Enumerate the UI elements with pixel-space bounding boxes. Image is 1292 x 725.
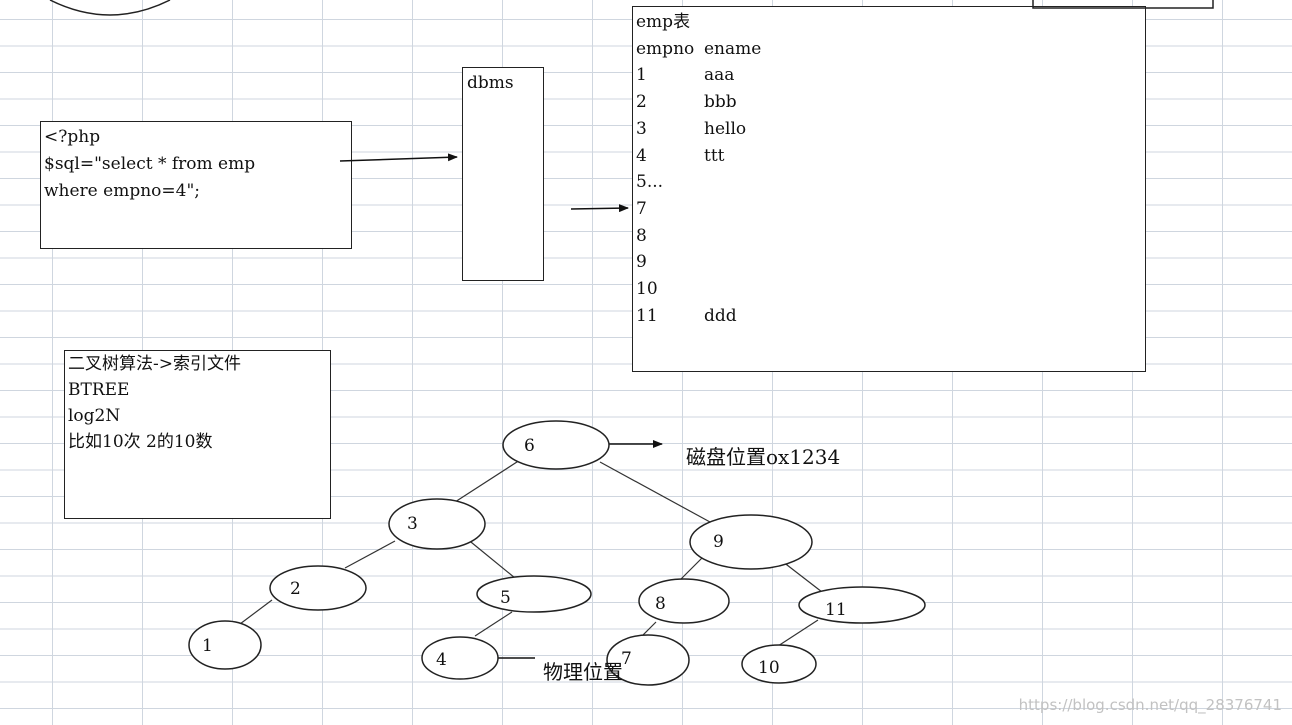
emp-row: 1 aaa	[636, 62, 1142, 89]
edge-5-4	[474, 611, 513, 637]
tree-node-11	[798, 586, 926, 624]
php-line-3: where empno=4";	[44, 181, 201, 201]
emp-cell-empno: 11	[636, 305, 658, 326]
tree-node-3	[388, 498, 486, 550]
tree-node-5	[476, 575, 592, 613]
emp-cell-ename: bbb	[704, 92, 737, 113]
emp-cell-empno: 8	[636, 225, 647, 246]
edge-6-9	[599, 461, 711, 523]
emp-row: 9	[636, 249, 1142, 276]
tree-node-8-label: 8	[655, 594, 666, 614]
btree-line-2: BTREE	[68, 380, 130, 400]
disk-position-label: 磁盘位置ox1234	[686, 445, 841, 469]
php-code-box: <?php $sql="select * from emp where empn…	[40, 121, 352, 249]
emp-cell-empno: 3	[636, 118, 647, 139]
dbms-to-table-arrow	[570, 204, 629, 213]
emp-row: 8	[636, 223, 1142, 250]
edge-6-3	[454, 459, 521, 503]
edge-9-8	[679, 554, 706, 581]
emp-table-header: empno ename	[636, 36, 1142, 63]
header-empno: empno	[636, 38, 695, 59]
emp-cell-ename: aaa	[704, 65, 735, 86]
emp-table-box: emp表 empno ename 1 aaa 2 bbb 3 hello 4 ttt 5…	[632, 6, 1146, 372]
emp-cell-empno: 9	[636, 252, 647, 273]
edge-2-1	[239, 599, 273, 625]
watermark-text: https://blog.csdn.net/qq_28376741	[1018, 696, 1282, 714]
tree-node-10-label: 10	[758, 658, 780, 678]
tree-node-9-label: 9	[713, 532, 724, 552]
edge-3-2	[344, 540, 396, 569]
tree-node-6	[502, 420, 610, 470]
edge-11-10	[777, 619, 819, 647]
tree-node-7-label: 7	[621, 649, 632, 669]
tree-node-2-label: 2	[290, 579, 301, 599]
emp-table-title: emp表	[636, 12, 691, 32]
emp-row: 2 bbb	[636, 89, 1142, 116]
edge-3-5	[465, 537, 516, 579]
tree-node-3-label: 3	[407, 514, 418, 534]
btree-note-box: 二叉树算法->索引文件 BTREE log2N 比如10次 2的10数	[64, 350, 331, 519]
tree-node-4-label: 4	[436, 650, 447, 670]
emp-row: 11 ddd	[636, 303, 1142, 330]
dbms-label: dbms	[467, 73, 514, 93]
emp-row: 10	[636, 276, 1142, 303]
tree-node-1-label: 1	[202, 636, 213, 656]
partial-circle-shape	[49, 0, 171, 16]
tree-node-11-label: 11	[825, 600, 847, 620]
tree-edges	[239, 459, 823, 647]
partial-box-shape	[1032, 0, 1214, 9]
tree-node-1	[188, 620, 262, 670]
emp-cell-empno: 2	[636, 92, 647, 113]
emp-row: 4 ttt	[636, 143, 1142, 170]
header-ename: ename	[704, 38, 762, 59]
emp-cell-empno: 1	[636, 65, 647, 86]
php-line-1: <?php	[44, 127, 101, 147]
physical-position-label: 物理位置	[543, 660, 623, 684]
emp-cell-empno: 7	[636, 198, 647, 219]
emp-cell-ename: ddd	[704, 305, 737, 326]
btree-line-4: 比如10次 2的10数	[68, 432, 213, 452]
tree-node-4	[421, 636, 499, 680]
emp-cell-empno: 4	[636, 145, 647, 166]
emp-cell-ename: ttt	[704, 145, 725, 166]
tree-node-6-label: 6	[524, 436, 535, 456]
dbms-box: dbms	[462, 67, 544, 281]
emp-cell-ename: hello	[704, 118, 747, 139]
btree-line-1: 二叉树算法->索引文件	[68, 354, 241, 374]
btree-line-3: log2N	[68, 406, 121, 426]
php-line-2: $sql="select * from emp	[44, 154, 256, 174]
emp-cell-empno: 10	[636, 279, 658, 300]
tree-node-10	[741, 644, 817, 684]
tree-node-9	[689, 514, 813, 570]
tree-node-7	[606, 634, 690, 686]
tree-node-8	[638, 578, 730, 624]
php-to-dbms-arrow	[339, 153, 458, 162]
emp-cell-empno: 5...	[636, 172, 664, 193]
emp-row: 7	[636, 196, 1142, 223]
emp-row: 3 hello	[636, 116, 1142, 143]
tree-node-5-label: 5	[500, 588, 511, 608]
tree-node-2	[269, 565, 367, 611]
emp-row: 5...	[636, 169, 1142, 196]
